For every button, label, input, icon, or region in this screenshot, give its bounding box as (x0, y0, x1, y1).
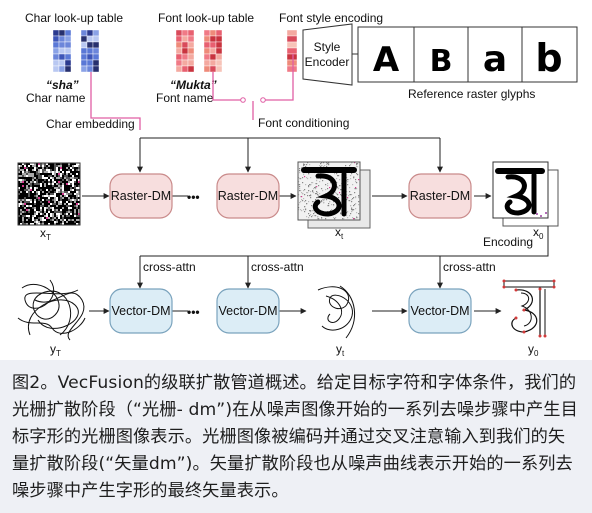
concat-node-right (260, 97, 266, 103)
raster-dm-label-1: Raster-DM (111, 189, 171, 203)
style-encoder-label-2: Encoder (305, 55, 350, 69)
noise-image-xT (18, 163, 80, 225)
ref-glyph-box-a (467, 26, 524, 83)
ref-glyph-a: a (483, 39, 507, 80)
ref-glyph-box-A (357, 26, 416, 83)
noise-curves-yT (17, 279, 86, 341)
ref-glyph-box-B (413, 26, 470, 83)
char-lookup-table (52, 29, 100, 73)
vector-dm-label-2: Vector-DM (218, 304, 277, 318)
vector-dm-label-1: Vector-DM (111, 304, 170, 318)
raster-dm-module-1 (109, 173, 173, 219)
ref-glyph-B: B (430, 44, 453, 79)
figure-caption: 图2。VecFusion的级联扩散管道概述。给定目标字符和字体条件，我们的光栅扩… (12, 373, 578, 501)
font-style-encoding-vector (286, 29, 298, 73)
vector-dm-module-2 (216, 288, 280, 334)
cross-attn-label-3: cross-attn (443, 260, 496, 274)
vector-dm-module-3 (408, 288, 472, 334)
char-name-label: Char name (26, 91, 86, 105)
font-lookup-table (175, 29, 223, 73)
raster-dm-module-3 (408, 173, 472, 219)
x0-glyph-shape (495, 168, 545, 216)
vector-cond-bus (137, 226, 549, 289)
caption-panel: 图2。VecFusion的级联扩散管道概述。给定目标字符和字体条件，我们的光栅扩… (0, 360, 592, 513)
state-yT: yT (50, 342, 61, 358)
font-name-label: Font name (156, 91, 214, 105)
final-vector-glyph-y0 (502, 279, 556, 338)
state-x0: x0 (533, 225, 544, 241)
font-sample: “Mukta” (170, 78, 217, 92)
vector-ellipsis: ••• (187, 305, 200, 319)
char-sample: “sha” (46, 78, 79, 92)
char-table-label: Char look-up table (25, 11, 123, 25)
xt-glyph-shape (301, 167, 357, 217)
ref-glyph-A: A (373, 40, 400, 80)
cross-attn-label-1: cross-attn (143, 260, 196, 274)
x0-noise-marks (536, 212, 547, 217)
style-encoder-label-1: Style (314, 40, 341, 54)
font-table-label: Font look-up table (158, 11, 254, 25)
vector-dm-label-3: Vector-DM (410, 304, 469, 318)
raster-dm-module-2 (216, 173, 280, 219)
reference-glyphs-label: Reference raster glyphs (408, 87, 535, 101)
font-style-encoding-label: Font style encoding (279, 11, 383, 25)
vector-dm-module-1 (109, 288, 173, 334)
state-xt: xt (335, 225, 344, 241)
raster-cond-bus (137, 137, 443, 173)
raster-dm-label-2: Raster-DM (218, 189, 278, 203)
state-yt: yt (336, 342, 345, 358)
raster-dm-label-3: Raster-DM (410, 189, 470, 203)
style-encoder (302, 23, 353, 86)
partial-curves-yt (317, 285, 356, 339)
ref-glyph-box-b (521, 26, 578, 83)
encoding-label: Encoding (483, 235, 533, 249)
cross-attn-label-2: cross-attn (251, 260, 304, 274)
font-conditioning-label: Font conditioning (258, 116, 349, 130)
concat-node-left (240, 97, 246, 103)
state-y0: y0 (528, 342, 539, 358)
state-xT: xT (40, 226, 51, 242)
ref-glyph-b: b (535, 36, 562, 80)
raster-ellipsis: ••• (187, 190, 200, 204)
conditioning-lines (90, 54, 294, 130)
char-embedding-label: Char embedding (46, 117, 135, 131)
pipeline-diagram: Char look-up table Font look-up table Fo… (17, 11, 578, 358)
